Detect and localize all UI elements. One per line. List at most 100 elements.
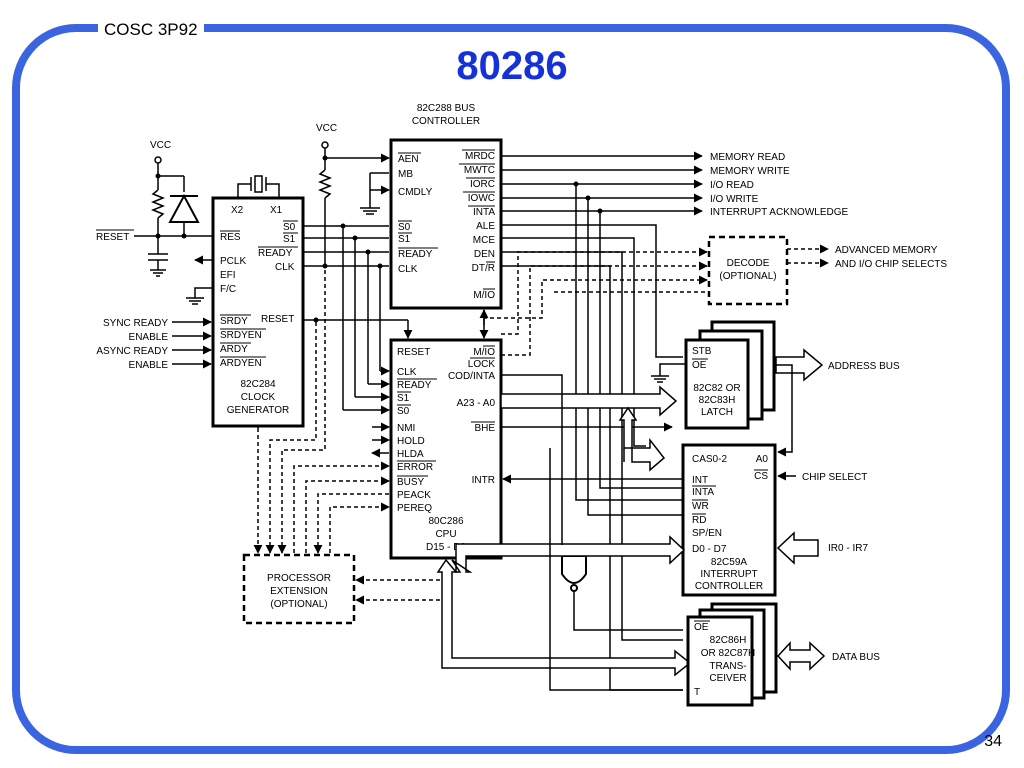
cpu-addr: A23 - A0 bbox=[457, 398, 496, 409]
pic-int: INT bbox=[692, 475, 708, 486]
bc-mrdc: MRDC bbox=[465, 151, 495, 162]
bc-aen: AEN bbox=[398, 154, 419, 165]
bc-cmdly: CMDLY bbox=[398, 187, 433, 198]
pic-inta: INTA bbox=[692, 487, 714, 498]
pic-rd: RD bbox=[692, 515, 706, 526]
pic-cs: CS bbox=[754, 471, 768, 482]
latch-l1: 82C82 OR bbox=[693, 383, 740, 394]
cg-clk: CLK bbox=[275, 262, 295, 273]
out-io-write: I/O WRITE bbox=[710, 194, 759, 205]
bc-iorc: IORC bbox=[470, 179, 495, 190]
latch-stb: STB bbox=[692, 346, 712, 357]
address-bus-arrow bbox=[500, 385, 678, 417]
bc-s0: S0 bbox=[398, 222, 411, 233]
xcvr-l3: TRANS- bbox=[709, 661, 746, 672]
pic-l1: 82C59A bbox=[711, 557, 747, 568]
decode-l1: DECODE bbox=[727, 258, 770, 269]
reset-input-label: RESET bbox=[96, 232, 129, 243]
bc-mwtc: MWTC bbox=[464, 165, 495, 176]
cpu-80c286: RESET CLK READY S1 S0 NMI HOLD HLDA ERRO… bbox=[389, 338, 503, 560]
cpu-name3: D15 - D0 bbox=[426, 542, 466, 553]
xcvr-t: T bbox=[694, 687, 700, 698]
cg-name2: CLOCK bbox=[241, 392, 276, 403]
cg-name3: GENERATOR bbox=[227, 405, 289, 416]
xcvr-oe: OE bbox=[694, 622, 709, 633]
bc-clk: CLK bbox=[398, 264, 418, 275]
cg-name1: 82C284 bbox=[240, 379, 275, 390]
page-number: 34 bbox=[984, 733, 1002, 750]
bc-ale: ALE bbox=[476, 221, 495, 232]
cg-ardy: ARDY bbox=[220, 344, 248, 355]
reset-circuit bbox=[145, 156, 213, 277]
cpu-lock: LOCK bbox=[468, 359, 496, 370]
cg-srdyen: SRDYEN bbox=[220, 330, 262, 341]
pic-cas: CAS0-2 bbox=[692, 454, 727, 465]
decode-out2: AND I/O CHIP SELECTS bbox=[835, 259, 947, 270]
cpu-name1: 80C286 bbox=[428, 516, 463, 527]
bc-inta: INTA bbox=[473, 207, 495, 218]
bus-controller-82c288: 82C288 BUS CONTROLLER AEN MB CMDLY S0 S1… bbox=[389, 103, 503, 310]
cg-srdy: SRDY bbox=[220, 316, 248, 327]
decode-l2: (OPTIONAL) bbox=[719, 271, 776, 282]
cg-efi: EFI bbox=[220, 270, 236, 281]
out-int-ack: INTERRUPT ACKNOWLEDGE bbox=[710, 207, 848, 218]
cg-ready: READY bbox=[258, 248, 293, 259]
cg-res: RES bbox=[220, 232, 241, 243]
xcvr-l1: 82C86H bbox=[710, 635, 747, 646]
bc-dtr: DT/R bbox=[472, 263, 495, 274]
pe-l2: EXTENSION bbox=[270, 586, 328, 597]
sync-ready-label: SYNC READY bbox=[103, 318, 168, 329]
chip-select-label: CHIP SELECT bbox=[802, 472, 867, 483]
out-mem-read: MEMORY READ bbox=[710, 152, 785, 163]
bc-iowc: IOWC bbox=[468, 193, 495, 204]
cpu-busy: BUSY bbox=[397, 477, 425, 488]
enable2-label: ENABLE bbox=[129, 360, 169, 371]
bc-s1: S1 bbox=[398, 234, 411, 245]
cpu-name2: CPU bbox=[435, 529, 456, 540]
xcvr-l2: OR 82C87H bbox=[701, 648, 755, 659]
latch-oe: OE bbox=[692, 360, 707, 371]
data-bus-label: DATA BUS bbox=[832, 652, 880, 663]
bc-ready: READY bbox=[398, 249, 433, 260]
pic-l2: INTERRUPT bbox=[700, 569, 757, 580]
cpu-reset: RESET bbox=[397, 347, 430, 358]
cpu-error: ERROR bbox=[397, 462, 433, 473]
cpu-bhe: BHE bbox=[474, 423, 495, 434]
cpu-ready: READY bbox=[397, 380, 432, 391]
vcc-left: VCC bbox=[150, 140, 171, 151]
address-bus-out-arrow bbox=[775, 348, 824, 382]
cpu-hlda: HLDA bbox=[397, 449, 424, 460]
irq-arrow bbox=[776, 531, 819, 565]
latch-l2: 82C83H bbox=[699, 395, 736, 406]
cpu-s1: S1 bbox=[397, 393, 410, 404]
ground-icon bbox=[186, 287, 213, 305]
pic-82c59a: CAS0-2 A0 INT CS INTA WR RD SP/EN D0 - D… bbox=[681, 443, 777, 597]
address-bus-label: ADDRESS BUS bbox=[828, 361, 900, 372]
out-mem-write: MEMORY WRITE bbox=[710, 166, 790, 177]
pic-wr: WR bbox=[692, 501, 709, 512]
cg-fc: F/C bbox=[220, 284, 236, 295]
xcvr-l4: CEIVER bbox=[709, 673, 746, 684]
pic-l3: CONTROLLER bbox=[695, 581, 763, 592]
cpu-peack: PEACK bbox=[397, 490, 431, 501]
cg-s0: S0 bbox=[283, 222, 296, 233]
cg-pclk: PCLK bbox=[220, 256, 246, 267]
cg-ardyen: ARDYEN bbox=[220, 358, 262, 369]
bc-mio: M/IO bbox=[473, 290, 495, 301]
cpu-mio: M/IO bbox=[473, 347, 495, 358]
out-io-read: I/O READ bbox=[710, 180, 754, 191]
processor-extension-box: PROCESSOR EXTENSION (OPTIONAL) bbox=[242, 553, 356, 625]
pic-data: D0 - D7 bbox=[692, 544, 727, 555]
bc-den: DEN bbox=[474, 249, 495, 260]
decode-box: DECODE (OPTIONAL) bbox=[707, 235, 789, 306]
cpu-hold: HOLD bbox=[397, 436, 425, 447]
crystal-icon bbox=[237, 175, 280, 198]
cpu-pereq: PEREQ bbox=[397, 503, 432, 514]
cpu-s0: S0 bbox=[397, 406, 410, 417]
bc-mb: MB bbox=[398, 169, 413, 180]
pe-l1: PROCESSOR bbox=[267, 573, 331, 584]
latch-l3: LATCH bbox=[701, 407, 733, 418]
cg-reset: RESET bbox=[261, 314, 294, 325]
